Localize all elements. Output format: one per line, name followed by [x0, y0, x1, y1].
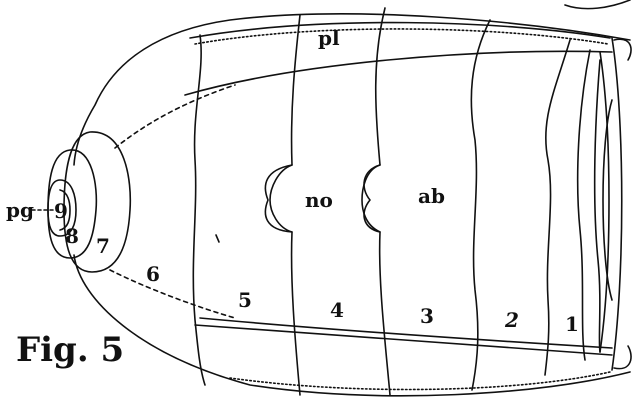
segment-line-2-3 [471, 20, 490, 390]
outer-outline [74, 14, 630, 396]
anterior-hook-bottom [614, 346, 631, 369]
segment-label-4: 4 [330, 300, 344, 320]
segment-line-5-6 [193, 35, 205, 385]
label-no: no [305, 190, 333, 210]
anterior-rim-outer [612, 38, 622, 370]
segment-label-2: 2 [505, 310, 519, 330]
segment6-dashed-bottom [110, 270, 235, 318]
segment-label-8: 8 [65, 226, 79, 246]
anterior-hook-top [614, 39, 631, 60]
label-pl: pl [318, 28, 340, 48]
label-pg: pg [6, 200, 34, 220]
inner-line-a [578, 50, 590, 360]
segment-label-9: 9 [54, 201, 68, 221]
median-notch-right [364, 165, 380, 232]
segment-label-1: 1 [565, 314, 579, 334]
segment6-dashed-top [115, 85, 235, 148]
inner-line-b [595, 60, 600, 352]
anterior-scribble [565, 0, 630, 9]
segment-label-7: 7 [96, 236, 110, 256]
label-ab: ab [418, 186, 445, 206]
top-plate-dotted [195, 29, 608, 44]
figure-caption: Fig. 5 [16, 333, 124, 367]
segment-label-3: 3 [420, 306, 434, 326]
segment-label-5: 5 [238, 290, 252, 310]
bottom-plate-upper [200, 318, 612, 348]
anterior-rim-inner [600, 52, 609, 352]
segment-label-6: 6 [146, 264, 160, 284]
tick-mark [216, 235, 219, 242]
top-plate-lower [185, 51, 612, 95]
